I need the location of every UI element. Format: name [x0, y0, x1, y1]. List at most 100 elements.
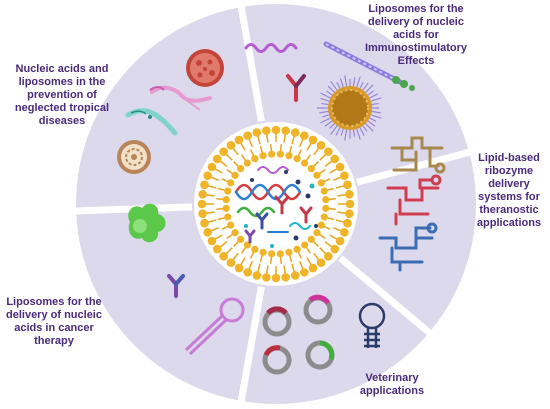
sector-cancer-icons: [128, 203, 245, 356]
sector-label-immuno: Liposomes for the delivery of nucleic ac…: [364, 3, 468, 67]
lipid-head: [251, 245, 259, 253]
lipid-head: [198, 190, 207, 199]
lipid-head: [226, 258, 236, 268]
sector-label-cancer: Liposomes for the delivery of nucleic ac…: [6, 296, 102, 347]
lipid-head: [231, 171, 239, 179]
lipid-head: [200, 180, 209, 190]
lipid-head: [290, 271, 300, 280]
lipid-head: [293, 155, 301, 163]
nanoparticle-spike: [344, 127, 348, 141]
dna-helix-icon: [234, 183, 302, 201]
nanoparticle-spike: [363, 84, 374, 95]
sector-immuno-icons: [244, 41, 415, 141]
lipid-head: [243, 159, 251, 167]
lipid-head: [203, 228, 212, 237]
sector-divider: [236, 1, 265, 122]
lipid-head: [224, 187, 232, 195]
sector-ribozyme-icons: [378, 136, 446, 272]
lipid-head: [243, 268, 252, 277]
lipid-head: [308, 135, 318, 145]
lipid-head: [276, 250, 284, 258]
lipid-head: [276, 150, 284, 158]
lipid-head: [335, 162, 345, 172]
lipid-head: [285, 152, 293, 160]
lipid-head: [340, 171, 349, 180]
hairpin-rna-icon: [184, 297, 245, 356]
lipid-head: [271, 273, 281, 283]
lipid-head: [281, 126, 290, 135]
lipid-head: [307, 165, 315, 173]
lipid-head: [320, 213, 328, 221]
lipid-head: [262, 126, 271, 135]
nanoparticle-spike: [368, 97, 382, 103]
lipid-head: [227, 179, 235, 187]
sector-tropical-icons: [117, 49, 224, 174]
lipid-head: [203, 171, 212, 180]
trypanosome-icon: [125, 108, 178, 136]
nanoparticle-spike: [330, 80, 339, 93]
lipid-head: [262, 273, 271, 282]
lipid-head: [271, 125, 281, 135]
tumor-cell-icon: [128, 203, 166, 243]
nanoparticle-spike: [320, 116, 333, 124]
lipid-head: [324, 147, 333, 156]
lipid-head: [198, 209, 207, 218]
lipid-head: [197, 199, 207, 209]
lipid-head: [237, 165, 245, 173]
sector-divider: [236, 286, 265, 407]
center-disc: [194, 122, 358, 286]
lipid-head: [252, 128, 262, 137]
nanoparticle-spike: [363, 121, 374, 132]
lipid-head: [259, 248, 267, 256]
lipid-head: [222, 196, 230, 204]
lipid-head: [343, 180, 352, 190]
nanoparticle-spike: [330, 123, 339, 136]
nanoparticle-spike: [344, 75, 348, 89]
mrna-strand-icon: [244, 43, 298, 53]
bacteriophage-icon: [117, 140, 151, 174]
lipid-head: [224, 213, 232, 221]
lipid-head: [293, 245, 301, 253]
lipid-head: [301, 241, 309, 249]
lipid-head: [340, 228, 349, 237]
lipid-head: [345, 190, 354, 199]
ribozyme-structure-icon: [386, 174, 442, 226]
lipid-head: [322, 196, 330, 204]
lipid-head: [330, 244, 340, 254]
lipid-head: [316, 258, 326, 268]
lipid-head: [343, 218, 352, 228]
lipid-head: [227, 221, 235, 229]
lipid-head: [252, 271, 262, 280]
nanoparticle-spike: [368, 113, 382, 119]
lipid-head: [285, 248, 293, 256]
lipid-head: [330, 154, 340, 164]
lipid-head: [335, 236, 345, 246]
sector-label-tropical: Nucleic acids and liposomes in the preve…: [14, 63, 110, 127]
lipid-head: [212, 154, 222, 164]
liposome-cargo: [234, 166, 313, 244]
lipid-head: [226, 140, 236, 150]
sector-label-ribozyme: Lipid-based ribozyme delivery systems fo…: [476, 152, 542, 229]
circular-plasmid-icon: [262, 345, 292, 375]
lipid-head: [222, 204, 230, 212]
lipid-head: [345, 199, 355, 209]
nanoparticle-spike: [355, 126, 361, 140]
lipid-head: [212, 244, 222, 254]
lipid-head: [322, 204, 330, 212]
circular-plasmid-icon: [262, 306, 292, 337]
circular-plasmid-icon: [303, 294, 333, 325]
lipid-head: [316, 140, 326, 150]
lipid-head: [345, 209, 354, 218]
sector-divider: [338, 255, 436, 339]
lipid-head: [219, 147, 228, 156]
lipid-head: [313, 229, 321, 237]
lipid-head: [200, 218, 209, 228]
trypanosome-icon: [149, 85, 212, 111]
lipid-head: [268, 250, 276, 258]
lipid-head: [317, 179, 325, 187]
antibody-icon: [167, 274, 185, 298]
lipid-head: [259, 152, 267, 160]
sector-veterinary-icons: [262, 294, 386, 375]
hairpin-rna-icon: [358, 302, 386, 348]
antibody-icon: [286, 74, 306, 102]
